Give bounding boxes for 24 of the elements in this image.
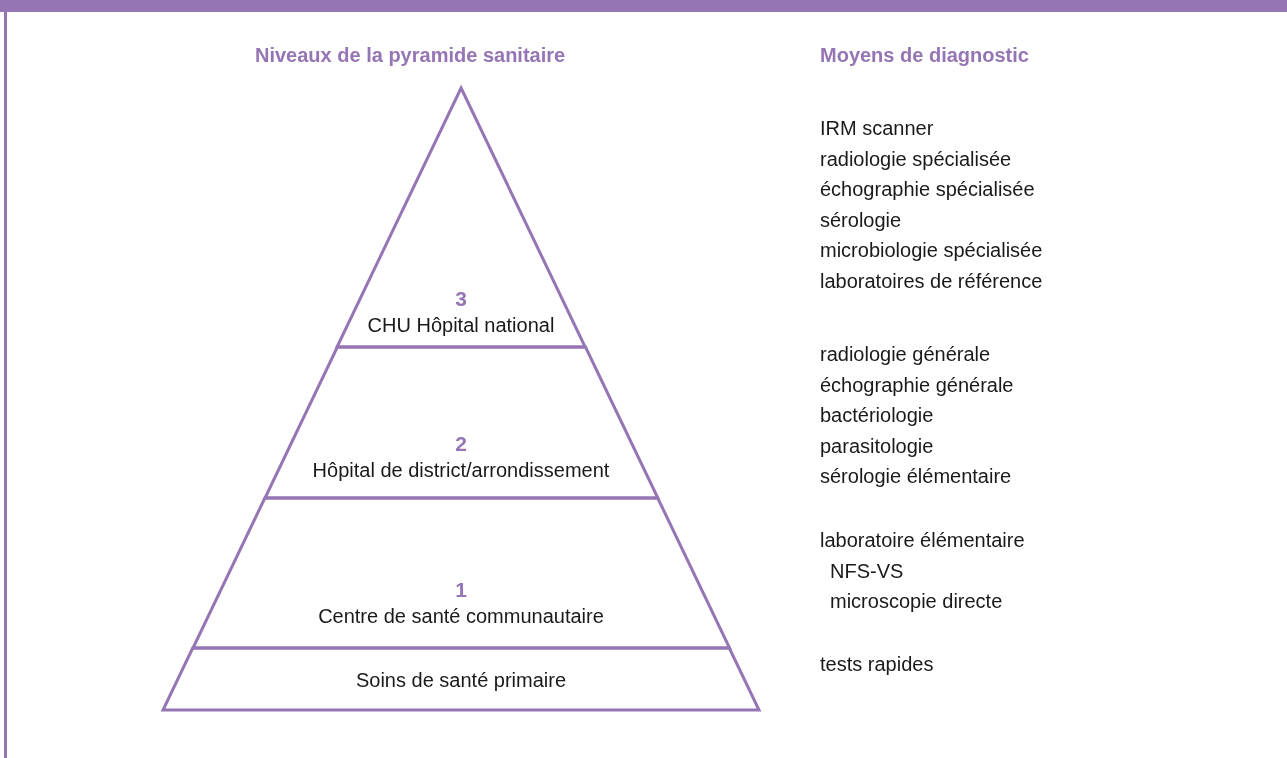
diagnostic-item: échographie générale (820, 372, 1014, 397)
diagnostic-item: microbiologie spécialisée (820, 238, 1043, 262)
diagnostic-item: échographie spécialisée (820, 177, 1035, 201)
diagnostic-item: radiologie générale (820, 342, 991, 366)
level-name: Hôpital de district/arrondissement (311, 458, 611, 483)
level-name: Soins de santé primaire (354, 668, 568, 693)
diagnostic-item: sérologie élémentaire (820, 464, 1012, 488)
diagnostic-item: tests rapides (820, 652, 934, 676)
column-heading: Niveaux de la pyramide sanitaire (255, 44, 566, 67)
diagnostic-item: sérologie (820, 207, 902, 232)
level-name: Centre de santé communautaire (317, 604, 605, 629)
level-number: 1 (455, 577, 467, 603)
level-name: CHU Hôpital national (366, 313, 556, 338)
level-number: 2 (455, 431, 467, 457)
diagnostic-item: bactériologie (820, 403, 934, 427)
level-number: 3 (455, 286, 467, 312)
diagnostic-item: laboratoire élémentaire (820, 528, 1025, 552)
diagnostic-item: IRM scanner (820, 116, 934, 140)
diagnostic-item: NFS-VS (830, 558, 904, 583)
column-heading: Moyens de diagnostic (820, 44, 1029, 67)
diagnostic-item: radiologie spécialisée (820, 146, 1012, 171)
diagnostic-item: parasitologie (820, 433, 934, 458)
diagnostic-item: laboratoires de référence (820, 268, 1043, 293)
diagnostic-item: microscopie directe (830, 589, 1003, 613)
